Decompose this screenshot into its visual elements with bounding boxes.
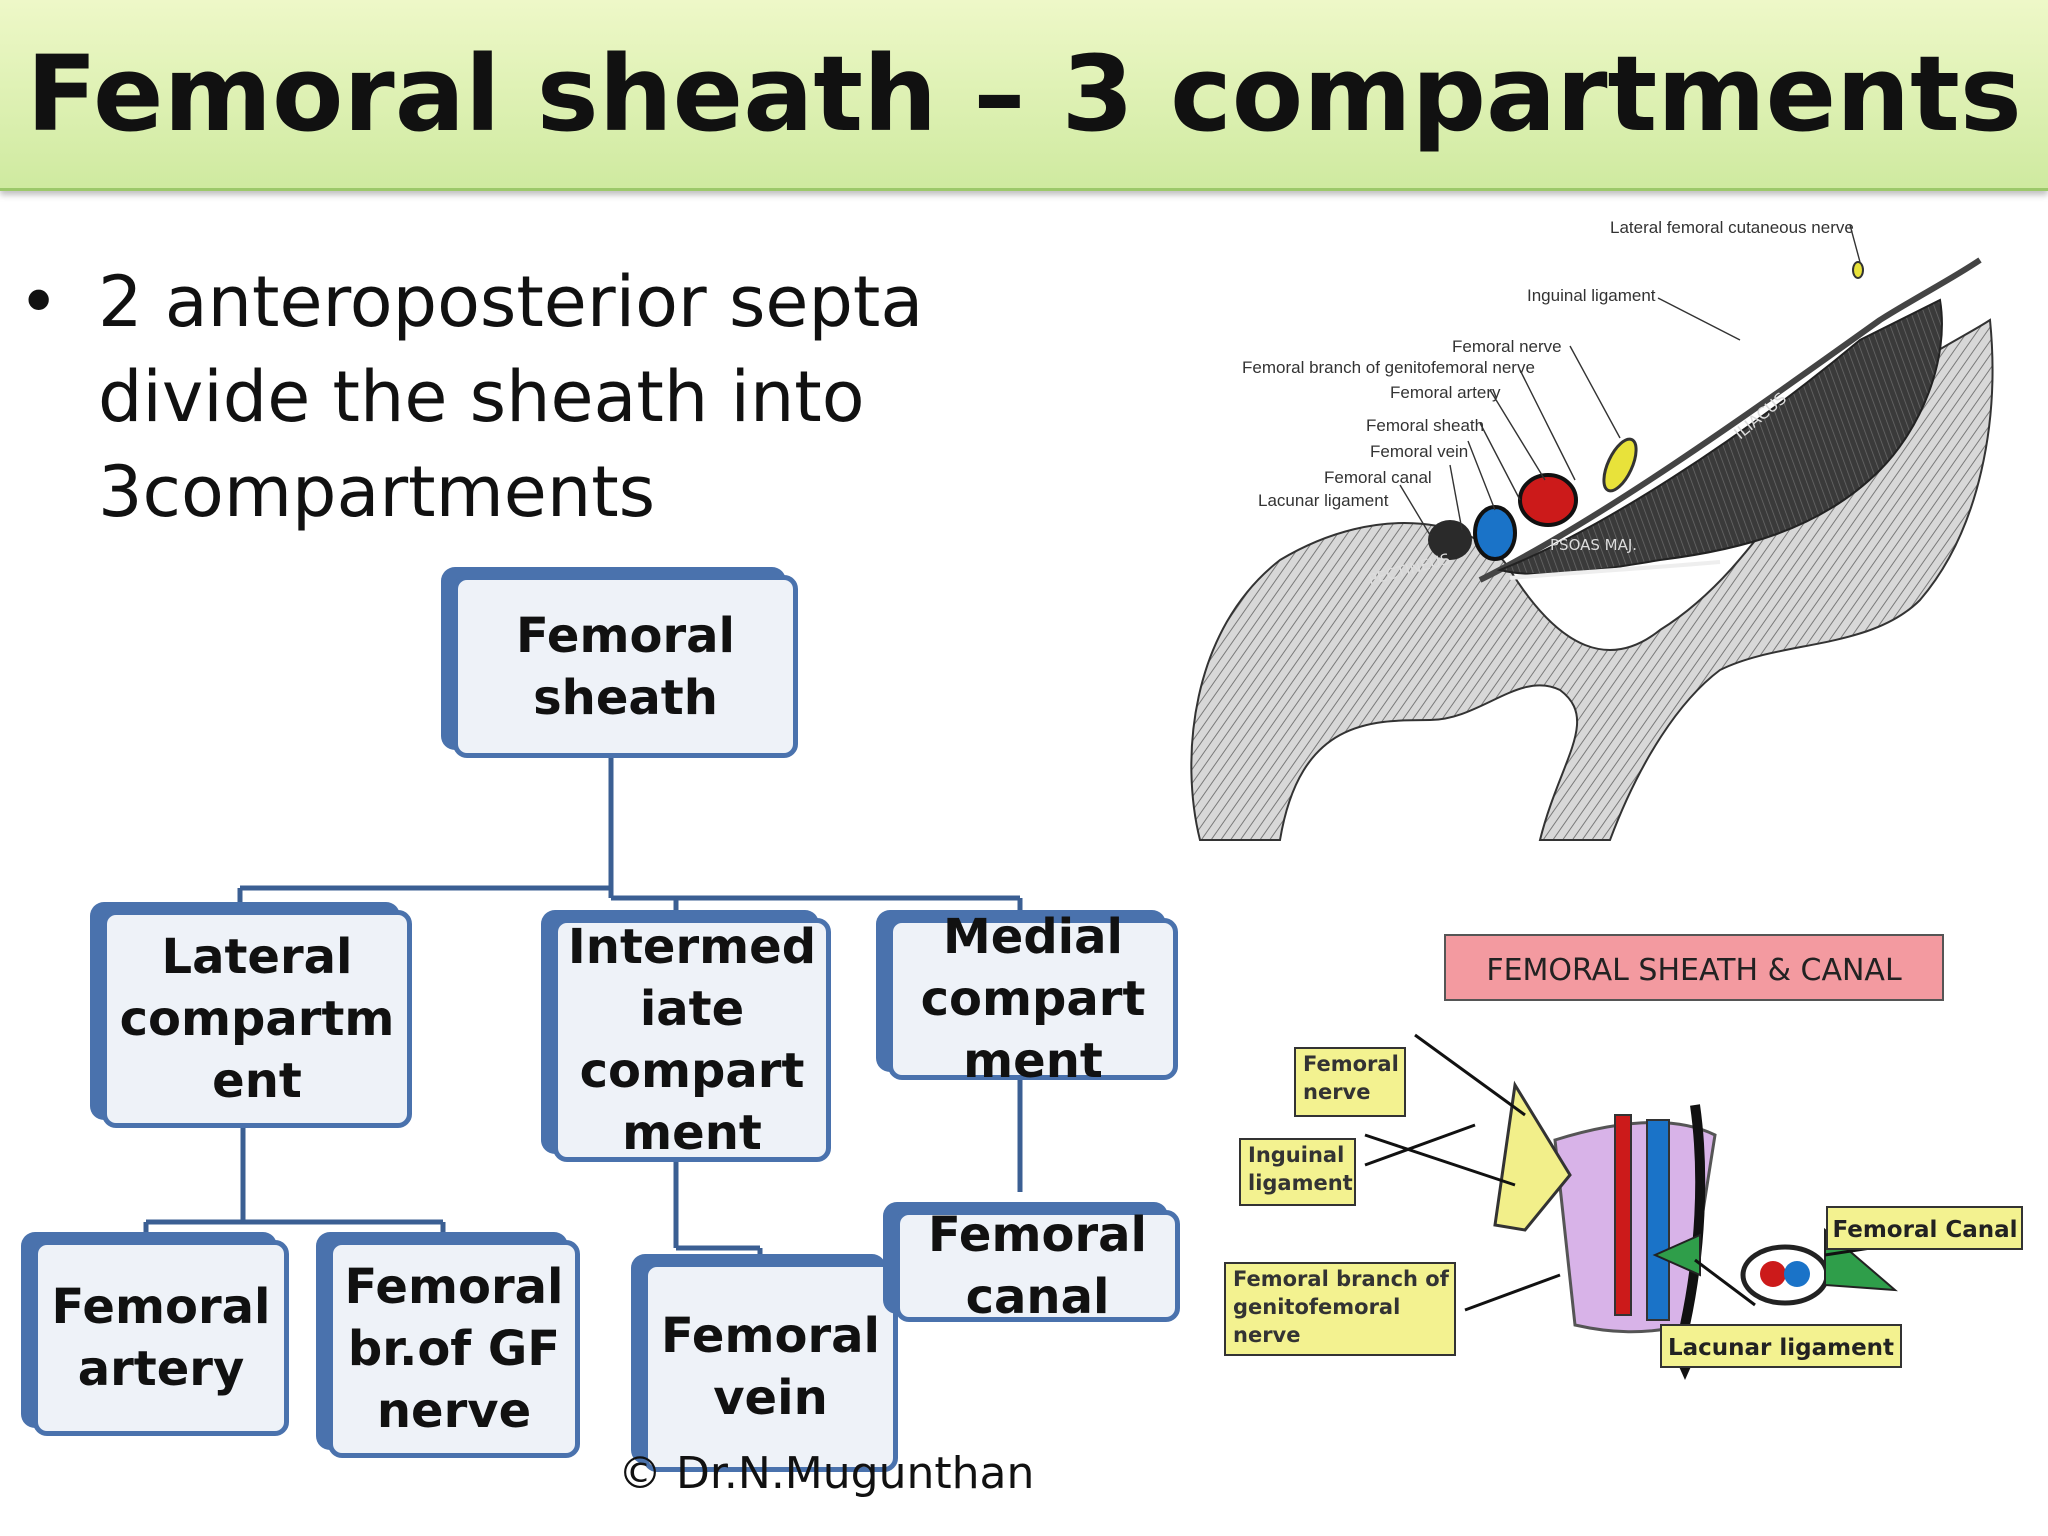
cartoon-illustration: FEMORAL SHEATH & CANAL Femoral nerve Ing… xyxy=(1224,934,2023,1380)
box-femoral-branch-gf xyxy=(1224,1262,1456,1356)
femoral-artery-shape xyxy=(1518,473,1578,527)
cartoon-label-femoral-canal: Femoral Canal xyxy=(1832,1217,2017,1243)
node-femoral-sheath: Femoral sheath xyxy=(453,575,798,758)
label-lateral-femoral-cutaneous-nerve: Lateral femoral cutaneous nerve xyxy=(1610,218,1854,237)
label-femoral-canal: Femoral canal xyxy=(1324,468,1432,487)
label-inguinal-ligament: Inguinal ligament xyxy=(1527,286,1656,305)
label-femoral-branch-gf: Femoral branch of genitofemoral nerve xyxy=(1242,358,1535,377)
cartoon-title: FEMORAL SHEATH & CANAL xyxy=(1486,953,1902,988)
box-femoral-nerve xyxy=(1294,1047,1406,1117)
label-femoral-sheath: Femoral sheath xyxy=(1366,416,1484,435)
node-lateral-compartment: Lateral compartm ent xyxy=(102,910,412,1128)
cartoon-label-femoral-nerve: Femoral nerve xyxy=(1303,1052,1399,1104)
cartoon-label-femoral-branch-gf: Femoral branch of genitofemoral nerve xyxy=(1233,1267,1449,1347)
bullet-text: 2 anteroposterior septa divide the sheat… xyxy=(98,261,924,533)
femoral-nerve-shape xyxy=(1602,437,1638,493)
title-bar: Femoral sheath – 3 compartments xyxy=(0,0,2048,191)
node-intermediate-compartment: Intermed iate compart ment xyxy=(553,918,831,1162)
iliacus-psoas-shape xyxy=(1496,298,1943,576)
cartoon-nerve-shape xyxy=(1493,1080,1572,1232)
bullet-point: • 2 anteroposterior septa divide the she… xyxy=(18,255,958,540)
node-femoral-canal: Femoral canal xyxy=(895,1207,1180,1325)
cartoon-label-inguinal-ligament: Inguinal ligament xyxy=(1248,1143,1353,1195)
node-femoral-br-gf-nerve: Femoral br.of GF nerve xyxy=(328,1240,580,1458)
femoral-vein-shape xyxy=(1473,505,1517,561)
cartoon-title-box xyxy=(1444,934,1944,1001)
label-femoral-artery: Femoral artery xyxy=(1390,383,1501,402)
label-femoral-nerve: Femoral nerve xyxy=(1452,337,1562,356)
label-femoral-vein: Femoral vein xyxy=(1370,442,1468,461)
cartoon-artery-shape xyxy=(1614,1114,1632,1316)
cartoon-vein-shape xyxy=(1646,1119,1670,1321)
copyright-footer: © Dr.N.Mugunthan xyxy=(618,1448,1035,1499)
box-inguinal-ligament xyxy=(1239,1138,1356,1206)
node-medial-compartment: Medial compart ment xyxy=(888,909,1178,1089)
slide-title: Femoral sheath – 3 compartments xyxy=(26,33,2022,155)
label-psoas: PSOAS MAJ. xyxy=(1550,536,1637,554)
box-lacunar-ligament xyxy=(1660,1324,1902,1368)
anatomy-illustration: Lateral femoral cutaneous nerve Inguinal… xyxy=(1190,218,1994,841)
label-lacunar-ligament: Lacunar ligament xyxy=(1258,491,1389,510)
bullet-symbol: • xyxy=(18,261,60,343)
node-femoral-vein: Femoral vein xyxy=(643,1262,898,1472)
node-femoral-artery: Femoral artery xyxy=(33,1240,289,1436)
cartoon-label-lacunar-ligament: Lacunar ligament xyxy=(1668,1335,1894,1361)
box-femoral-canal xyxy=(1826,1206,2023,1250)
